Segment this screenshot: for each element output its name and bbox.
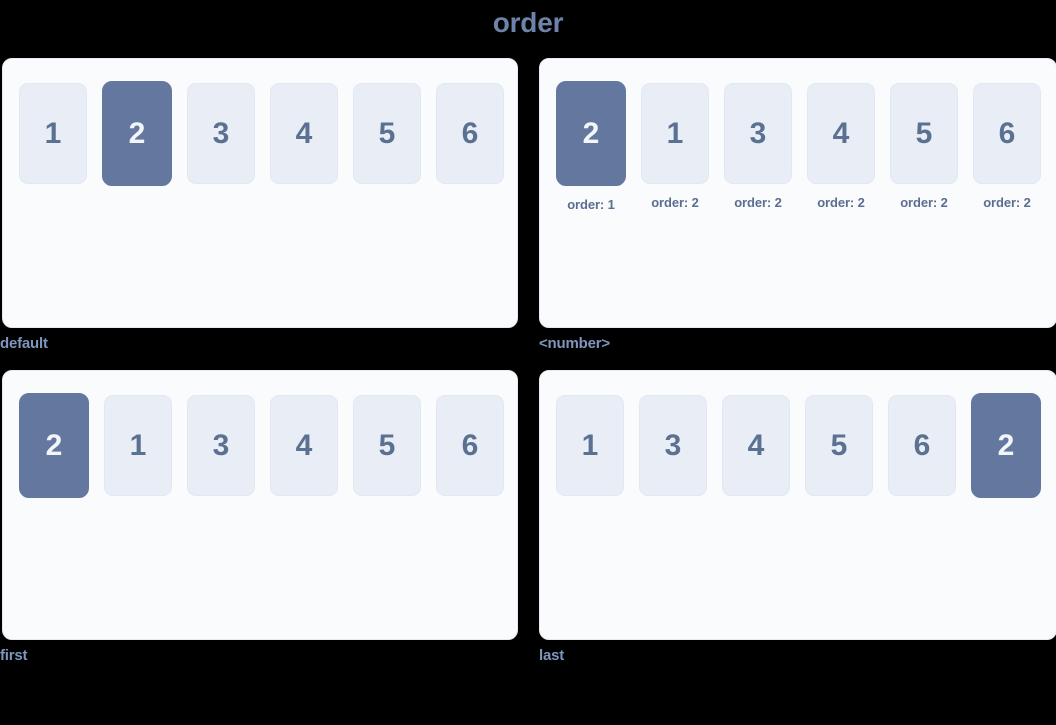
- item-wrapper: 5: [353, 83, 421, 184]
- order-item[interactable]: 3: [724, 83, 792, 184]
- order-item[interactable]: 6: [436, 83, 504, 184]
- item-wrapper: 6: [888, 395, 956, 496]
- demo-panel-last: 1 3 4 5 6 2: [539, 370, 1056, 640]
- order-item[interactable]: 6: [973, 83, 1041, 184]
- item-wrapper: 3: [639, 395, 707, 496]
- item-row-number: 2 order: 1 1 order: 2 3 order: 2 4 order…: [556, 81, 1041, 212]
- item-wrapper: 1: [556, 395, 624, 496]
- item-wrapper: 2: [971, 393, 1041, 498]
- order-item[interactable]: 5: [353, 83, 421, 184]
- order-value-label: order: 2: [900, 195, 948, 210]
- item-wrapper: 4 order: 2: [807, 83, 875, 210]
- order-value-label: order: 2: [651, 195, 699, 210]
- item-wrapper: 2: [102, 81, 172, 186]
- item-wrapper: 6: [436, 83, 504, 184]
- order-item[interactable]: 4: [722, 395, 790, 496]
- panel-cell-last: 1 3 4 5 6 2 last: [539, 370, 1056, 664]
- item-wrapper: 3 order: 2: [724, 83, 792, 210]
- order-item[interactable]: 3: [187, 395, 255, 496]
- order-item[interactable]: 4: [807, 83, 875, 184]
- order-item[interactable]: 1: [641, 83, 709, 184]
- panel-cell-default: 1 2 3 4 5 6 default: [0, 58, 518, 352]
- panel-cell-number: 2 order: 1 1 order: 2 3 order: 2 4 order…: [539, 58, 1056, 352]
- order-item[interactable]: 3: [639, 395, 707, 496]
- item-row-default: 1 2 3 4 5 6: [19, 81, 504, 186]
- item-wrapper: 3: [187, 395, 255, 496]
- order-item[interactable]: 1: [556, 395, 624, 496]
- item-wrapper: 1 order: 2: [641, 83, 709, 210]
- item-wrapper: 4: [270, 395, 338, 496]
- panel-caption-default: default: [0, 335, 48, 352]
- item-wrapper: 3: [187, 83, 255, 184]
- panel-caption-first: first: [0, 647, 28, 664]
- order-item[interactable]: 1: [104, 395, 172, 496]
- panel-caption-last: last: [539, 647, 565, 664]
- order-item[interactable]: 5: [353, 395, 421, 496]
- item-wrapper: 6: [436, 395, 504, 496]
- order-value-label: order: 1: [567, 197, 615, 212]
- order-item[interactable]: 4: [270, 83, 338, 184]
- order-item-active[interactable]: 2: [102, 81, 172, 186]
- item-row-first: 2 1 3 4 5 6: [19, 393, 504, 498]
- order-item[interactable]: 6: [436, 395, 504, 496]
- panel-caption-number: <number>: [539, 335, 610, 352]
- order-item[interactable]: 1: [19, 83, 87, 184]
- demo-panel-first: 2 1 3 4 5 6: [2, 370, 518, 640]
- demo-panel-number: 2 order: 1 1 order: 2 3 order: 2 4 order…: [539, 58, 1056, 328]
- panel-cell-first: 2 1 3 4 5 6 first: [0, 370, 518, 664]
- order-value-label: order: 2: [734, 195, 782, 210]
- order-item-active[interactable]: 2: [19, 393, 89, 498]
- item-wrapper: 5: [805, 395, 873, 496]
- item-row-last: 1 3 4 5 6 2: [556, 393, 1041, 498]
- item-wrapper: 2: [19, 393, 89, 498]
- order-item[interactable]: 3: [187, 83, 255, 184]
- order-item-active[interactable]: 2: [971, 393, 1041, 498]
- order-item[interactable]: 6: [888, 395, 956, 496]
- item-wrapper: 5: [353, 395, 421, 496]
- order-item[interactable]: 5: [805, 395, 873, 496]
- order-value-label: order: 2: [817, 195, 865, 210]
- page-title: order: [492, 7, 564, 38]
- item-wrapper: 1: [104, 395, 172, 496]
- item-wrapper: 4: [270, 83, 338, 184]
- order-item[interactable]: 5: [890, 83, 958, 184]
- item-wrapper: 4: [722, 395, 790, 496]
- order-item[interactable]: 4: [270, 395, 338, 496]
- item-wrapper: 2 order: 1: [556, 81, 626, 212]
- item-wrapper: 6 order: 2: [973, 83, 1041, 210]
- demo-panel-default: 1 2 3 4 5 6: [2, 58, 518, 328]
- item-wrapper: 1: [19, 83, 87, 184]
- order-value-label: order: 2: [983, 195, 1031, 210]
- order-item-active[interactable]: 2: [556, 81, 626, 186]
- item-wrapper: 5 order: 2: [890, 83, 958, 210]
